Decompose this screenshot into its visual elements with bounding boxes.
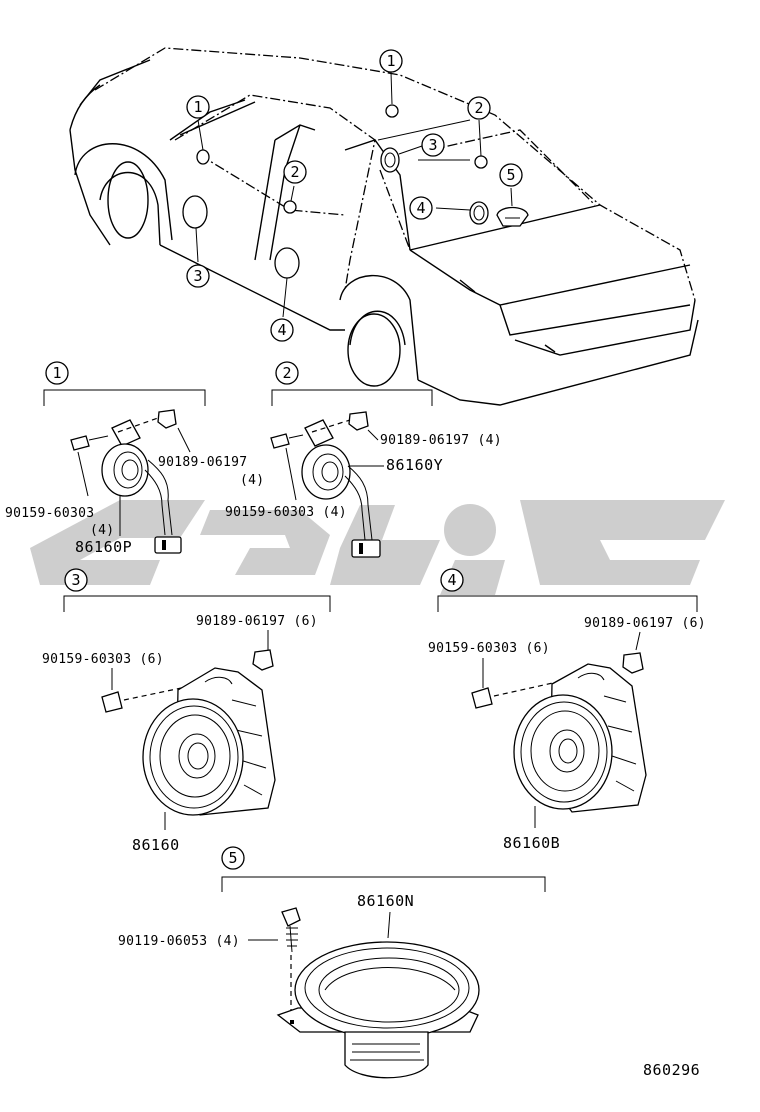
group-4: 4 90189-06197 (6) 90159-60303 (6) 86160B <box>428 568 706 852</box>
group-5-screw-number: 90119-06053 (4) <box>118 934 240 949</box>
group-4-speaker-number: 86160B <box>503 834 560 852</box>
callout-4-deck: 4 <box>409 196 433 220</box>
watermark-logo <box>30 500 725 595</box>
group-5-speaker-number: 86160N <box>357 892 414 910</box>
group-4-callout: 4 <box>440 568 464 592</box>
group-2-bracket <box>271 389 433 406</box>
svg-text:2: 2 <box>290 163 299 181</box>
group-4-bracket <box>437 595 698 612</box>
group-2-speaker-number: 86160Y <box>386 456 443 474</box>
group-1-tweeter-drawing <box>70 409 182 554</box>
svg-text:3: 3 <box>71 571 80 589</box>
svg-text:4: 4 <box>447 571 456 589</box>
svg-text:1: 1 <box>193 98 202 116</box>
group-1-clip-number: 90189-06197 <box>158 455 247 470</box>
svg-text:5: 5 <box>506 166 515 184</box>
group-4-speaker-drawing <box>471 652 647 813</box>
group-1-speaker-number: 86160P <box>75 538 132 556</box>
callout-3-top: 3 <box>421 133 445 157</box>
callout-2-door: 2 <box>283 160 307 184</box>
group-3-speaker-number: 86160 <box>132 836 180 854</box>
group-1-callout: 1 <box>45 361 69 385</box>
svg-text:4: 4 <box>416 199 425 217</box>
svg-text:5: 5 <box>228 849 237 867</box>
group-3-clip-number: 90189-06197 (6) <box>196 614 318 629</box>
group-1-bracket <box>43 389 206 406</box>
group-1-bolt-number: 90159-60303 <box>5 506 94 521</box>
callout-1-roof: 1 <box>379 49 403 73</box>
callout-2-rear: 2 <box>467 96 491 120</box>
svg-text:3: 3 <box>193 267 202 285</box>
svg-text:4: 4 <box>277 321 286 339</box>
group-3-speaker-drawing <box>101 649 276 816</box>
group-3-bolt-number: 90159-60303 (6) <box>42 652 164 667</box>
group-5-bracket <box>221 876 546 892</box>
car-body <box>69 47 699 406</box>
group-2-bolt-number: 90159-60303 (4) <box>225 505 347 520</box>
svg-text:1: 1 <box>386 52 395 70</box>
group-2-tweeter-drawing <box>270 411 381 558</box>
callout-3-door: 3 <box>186 264 210 288</box>
group-5: 5 86160N 90119-06053 (4) <box>118 846 546 1079</box>
svg-text:3: 3 <box>428 136 437 154</box>
group-5-callout: 5 <box>221 846 245 870</box>
svg-text:1: 1 <box>52 364 61 382</box>
group-3-bracket <box>63 595 331 612</box>
callout-4-door: 4 <box>270 318 294 342</box>
group-1-bolt-qty: (4) <box>90 523 114 538</box>
group-2-clip-number: 90189-06197 (4) <box>380 433 502 448</box>
group-2-callout: 2 <box>275 361 299 385</box>
group-3-callout: 3 <box>64 568 88 592</box>
callout-5-deck: 5 <box>499 163 523 187</box>
group-4-bolt-number: 90159-60303 (6) <box>428 641 550 656</box>
svg-text:2: 2 <box>282 364 291 382</box>
car-callouts: 1 1 2 2 3 3 4 4 <box>186 49 523 342</box>
svg-text:2: 2 <box>474 99 483 117</box>
group-1: 1 90189-06197 (4) 90159-60303 (4) 86160P <box>5 361 264 556</box>
car-speaker-locations <box>182 71 529 318</box>
callout-1-front: 1 <box>186 95 210 119</box>
group-1-clip-qty: (4) <box>240 473 264 488</box>
group-5-speaker-drawing <box>276 907 480 1079</box>
figure-id: 860296 <box>643 1061 700 1079</box>
group-4-clip-number: 90189-06197 (6) <box>584 616 706 631</box>
group-3: 3 90189-06197 (6) 90159-60303 (6) 86160 <box>42 568 331 854</box>
group-2: 2 90189-06197 (4) 86160Y 90159-60303 (4) <box>225 361 502 558</box>
